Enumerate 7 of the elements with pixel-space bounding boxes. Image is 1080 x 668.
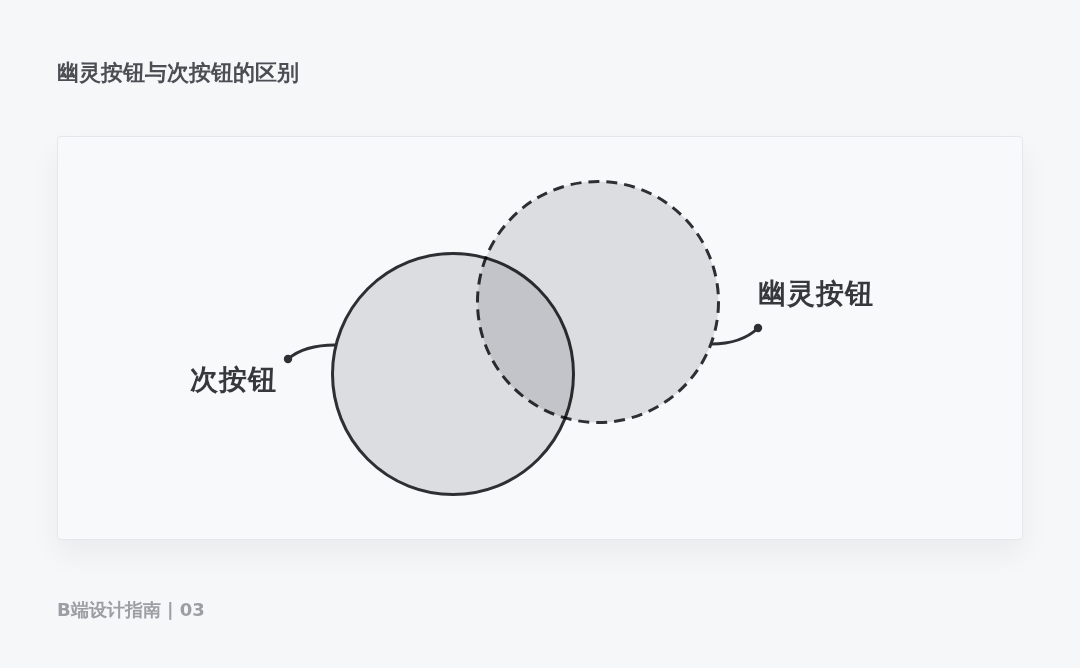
callout-label: 次按钮 xyxy=(190,362,277,398)
dashed-circle xyxy=(476,180,720,424)
page-title: 幽灵按钮与次按钮的区别 xyxy=(57,59,299,87)
callout-label: 幽灵按钮 xyxy=(758,276,874,312)
leader-line xyxy=(283,343,336,364)
footer-text: B端设计指南 | 03 xyxy=(57,598,205,622)
leader-line xyxy=(710,323,763,346)
